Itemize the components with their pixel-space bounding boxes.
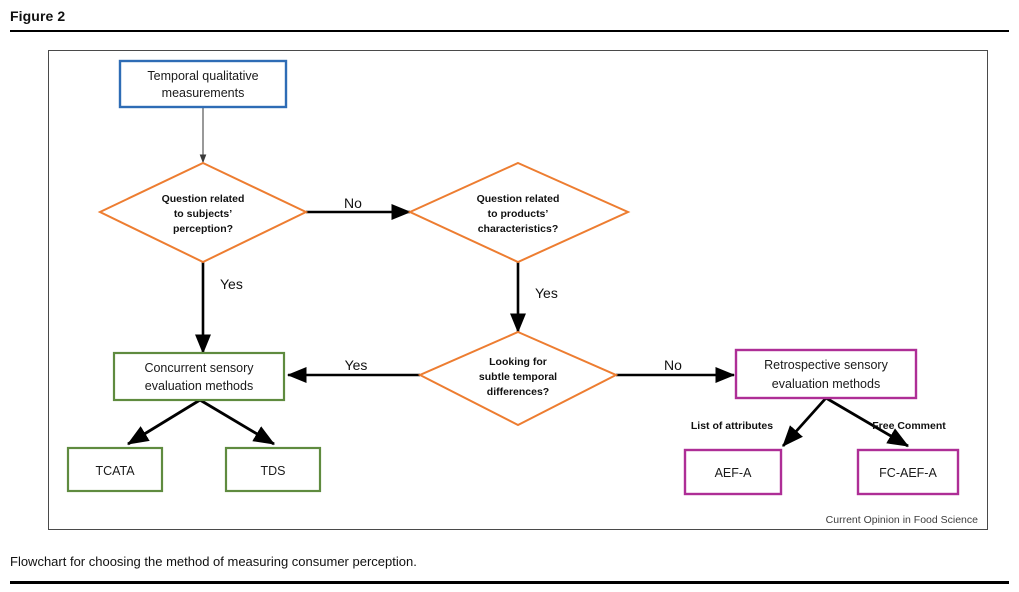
edge-label-no-2: No bbox=[664, 357, 682, 373]
node-retrospective-line2: evaluation methods bbox=[772, 377, 880, 391]
figure-caption: Flowchart for choosing the method of mea… bbox=[10, 554, 417, 569]
caption-divider bbox=[10, 581, 1009, 584]
node-tcata-label: TCATA bbox=[95, 464, 135, 478]
node-decision1-line2: to subjects’ bbox=[174, 208, 232, 220]
node-aef-a[interactable]: AEF-A bbox=[683, 448, 783, 496]
title-divider bbox=[10, 30, 1009, 32]
node-retrospective-line1: Retrospective sensory bbox=[764, 358, 888, 372]
edge-retrospective-to-fcaefa bbox=[825, 396, 909, 448]
node-tds-label: TDS bbox=[261, 464, 286, 478]
edge-label-list-of-attributes: List of attributes bbox=[691, 420, 773, 432]
page-title: Figure 2 bbox=[10, 8, 66, 24]
node-tcata[interactable]: TCATA bbox=[66, 446, 164, 493]
node-start-line1: Temporal qualitative bbox=[147, 69, 258, 83]
journal-credit: Current Opinion in Food Science bbox=[825, 514, 978, 526]
node-decision2-line3: characteristics? bbox=[478, 223, 559, 235]
node-aefa-label: AEF-A bbox=[715, 466, 752, 480]
edge-concurrent-to-tcata bbox=[127, 398, 201, 446]
node-decision-subtle-temporal-differences[interactable]: Looking for subtle temporal differences? bbox=[417, 330, 619, 427]
flowchart-canvas: No Yes Yes Yes No List of attributes Fre… bbox=[48, 50, 988, 530]
edge-label-yes-1: Yes bbox=[220, 276, 243, 292]
node-temporal-qualitative-measurements[interactable]: Temporal qualitative measurements bbox=[118, 59, 288, 109]
edge-label-yes-2: Yes bbox=[535, 285, 558, 301]
node-fcaefa-label: FC-AEF-A bbox=[879, 466, 937, 480]
edge-label-free-comment: Free Comment bbox=[872, 420, 946, 432]
node-concurrent-sensory-evaluation-methods[interactable]: Concurrent sensory evaluation methods bbox=[112, 351, 286, 402]
node-retrospective-sensory-evaluation-methods[interactable]: Retrospective sensory evaluation methods bbox=[734, 348, 918, 400]
node-concurrent-line1: Concurrent sensory bbox=[144, 361, 254, 375]
edge-retrospective-to-aefa bbox=[781, 397, 828, 447]
node-concurrent-line2: evaluation methods bbox=[145, 379, 253, 393]
node-decision2-line1: Question related bbox=[477, 193, 560, 205]
node-decision-products-characteristics[interactable]: Question related to products’ characteri… bbox=[407, 161, 631, 264]
node-decision1-line3: perception? bbox=[173, 223, 233, 235]
node-decision2-line2: to products’ bbox=[488, 208, 549, 220]
node-decision1-line1: Question related bbox=[162, 193, 245, 205]
node-decision3-line3: differences? bbox=[487, 386, 549, 398]
edge-label-yes-3: Yes bbox=[345, 357, 368, 373]
edge-label-no-1: No bbox=[344, 195, 362, 211]
edge-concurrent-to-tds bbox=[199, 398, 275, 446]
node-fc-aef-a[interactable]: FC-AEF-A bbox=[856, 448, 960, 496]
node-decision-subjects-perception[interactable]: Question related to subjects’ perception… bbox=[97, 161, 309, 264]
node-decision3-line2: subtle temporal bbox=[479, 371, 557, 383]
node-start-line2: measurements bbox=[162, 86, 245, 100]
node-decision3-line1: Looking for bbox=[489, 356, 547, 368]
node-tds[interactable]: TDS bbox=[224, 446, 322, 493]
